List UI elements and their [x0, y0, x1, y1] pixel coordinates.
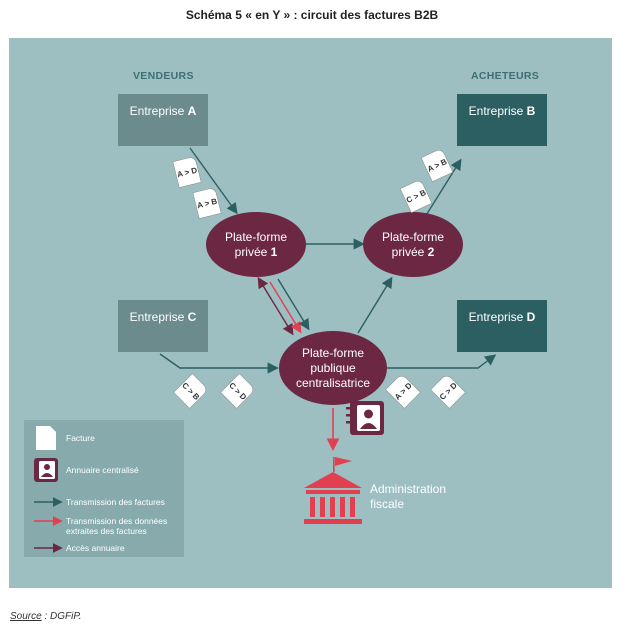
invoice-label: C > D [437, 380, 459, 402]
company-b-prefix: Entreprise [468, 104, 527, 118]
legend-invoice-label: Facture [66, 433, 95, 443]
arrow-p1-public-invoice [277, 278, 310, 331]
company-c-box: Entreprise C [118, 300, 208, 352]
invoice-label: A > B [425, 156, 449, 174]
arrow-public-to-d [386, 354, 497, 369]
invoice-label: C > B [404, 187, 428, 205]
invoice-label: C > B [180, 380, 202, 402]
legend-invoice-icon [36, 426, 56, 450]
private-platform-2: Plate-forme privée 2 [363, 212, 463, 277]
public-line2: publique [310, 360, 356, 375]
legend-data-label-1: Transmission des données [66, 516, 168, 526]
invoice-label: A > D [176, 165, 198, 179]
public-centralizing-platform: Plate-forme publique centralisatrice [279, 331, 387, 405]
public-line3: centralisatrice [295, 375, 371, 390]
invoice-label: C > D [227, 380, 249, 402]
legend: Facture Annuaire centralisé Transmission… [24, 420, 184, 557]
company-d-box: Entreprise D [457, 300, 547, 352]
source-label: Source [10, 611, 42, 622]
p1-line1: Plate-forme [224, 229, 288, 244]
company-d-prefix: Entreprise [468, 310, 527, 324]
p1-line2: privée [234, 244, 271, 259]
legend-transmission-label: Transmission des factures [66, 497, 165, 507]
company-a-letter: A [187, 104, 197, 118]
company-a-box: Entreprise A [118, 94, 208, 146]
arrow-a-to-p1 [189, 147, 238, 215]
company-b-letter: B [526, 104, 536, 118]
legend-directory-label: Annuaire centralisé [66, 465, 139, 475]
p2-line1: Plate-forme [381, 229, 445, 244]
company-a-prefix: Entreprise [129, 104, 188, 118]
administration-building-icon [304, 457, 362, 524]
arrow-public-to-p2 [357, 276, 393, 334]
admin-line1: Administration [370, 482, 447, 496]
tax-administration-label: Administration fiscale [370, 482, 446, 512]
admin-line2: fiscale [370, 497, 405, 511]
public-line1: Plate-forme [301, 345, 365, 360]
sellers-heading: VENDEURS [133, 70, 194, 82]
legend-symbols [34, 426, 63, 553]
invoice-label: A > B [196, 196, 218, 210]
p2-line2: privée [391, 244, 428, 259]
p1-number: 1 [270, 244, 278, 259]
legend-data-label-2: extraites des factures [66, 526, 147, 536]
arrow-p1-public-data [269, 281, 302, 334]
company-b-box: Entreprise B [457, 94, 547, 146]
private-platform-1: Plate-forme privée 1 [206, 212, 306, 277]
legend-directory-icon [34, 458, 58, 482]
p2-number: 2 [427, 244, 435, 259]
arrow-p1-public-directory [257, 276, 294, 336]
source-text: : DGFiP. [41, 611, 82, 622]
source-note: Source : DGFiP. [10, 611, 82, 622]
arrow-p2-to-b [424, 158, 462, 218]
invoice-label: A > D [392, 380, 414, 402]
legend-access-label: Accès annuaire [66, 543, 125, 553]
arrow-c-to-public [159, 353, 279, 374]
company-c-letter: C [187, 310, 197, 324]
buyers-heading: ACHETEURS [471, 70, 540, 82]
company-c-prefix: Entreprise [129, 310, 188, 324]
directory-icon [346, 401, 384, 435]
company-d-letter: D [526, 310, 536, 324]
diagram-title: Schéma 5 « en Y » : circuit des factures… [185, 8, 439, 22]
